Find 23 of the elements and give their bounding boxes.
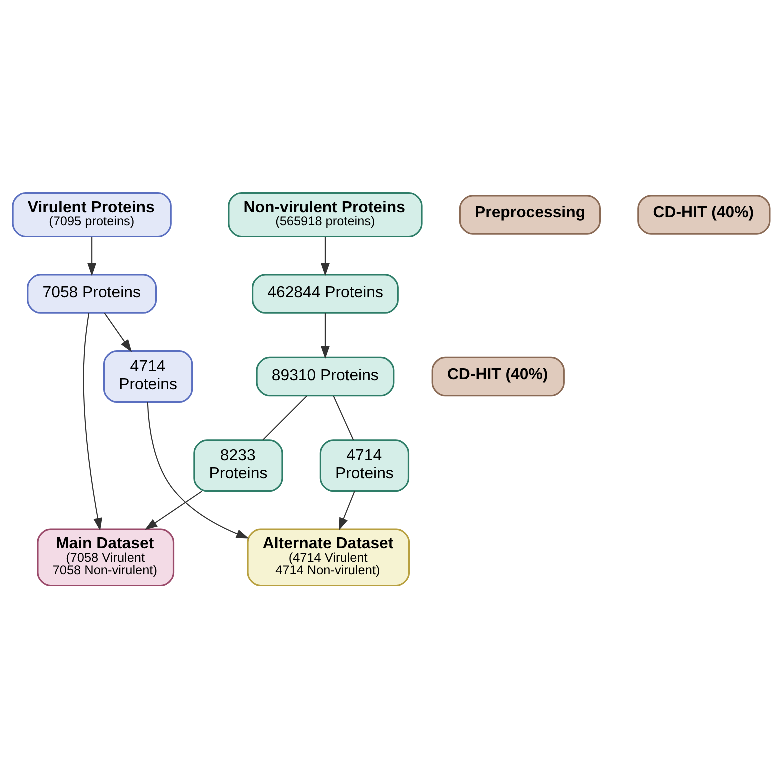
node-box: 8233 Proteins — [194, 439, 284, 492]
arrow — [321, 236, 330, 276]
node-box: Virulent Proteins (7095 proteins) — [12, 192, 172, 238]
arrow — [144, 490, 203, 530]
node-box: Non-virulent Proteins (565918 proteins) — [228, 192, 423, 238]
node-box: 462844 Proteins — [252, 274, 399, 314]
arrow — [339, 490, 356, 530]
node-box: 89310 Proteins — [256, 356, 395, 396]
node-box: 4714 Proteins — [320, 439, 410, 492]
node-box: CD-HIT (40%) — [638, 194, 771, 234]
arrow — [147, 402, 250, 538]
node-box: Alternate Dataset (4714 Virulent 4714 Non-virulent) — [247, 528, 410, 586]
node-box: 7058 Proteins — [27, 274, 158, 314]
node-box: 4714 Proteins — [103, 350, 194, 403]
connector — [262, 395, 308, 440]
arrow — [104, 312, 132, 352]
node-box: Main Dataset (7058 Virulent 7058 Non-virulent) — [37, 528, 175, 586]
node-box: CD-HIT (40%) — [432, 356, 565, 396]
arrow — [83, 312, 102, 530]
node-box: Preprocessing — [459, 194, 602, 234]
arrow — [88, 236, 97, 276]
arrow — [321, 312, 330, 359]
connector — [333, 396, 354, 440]
